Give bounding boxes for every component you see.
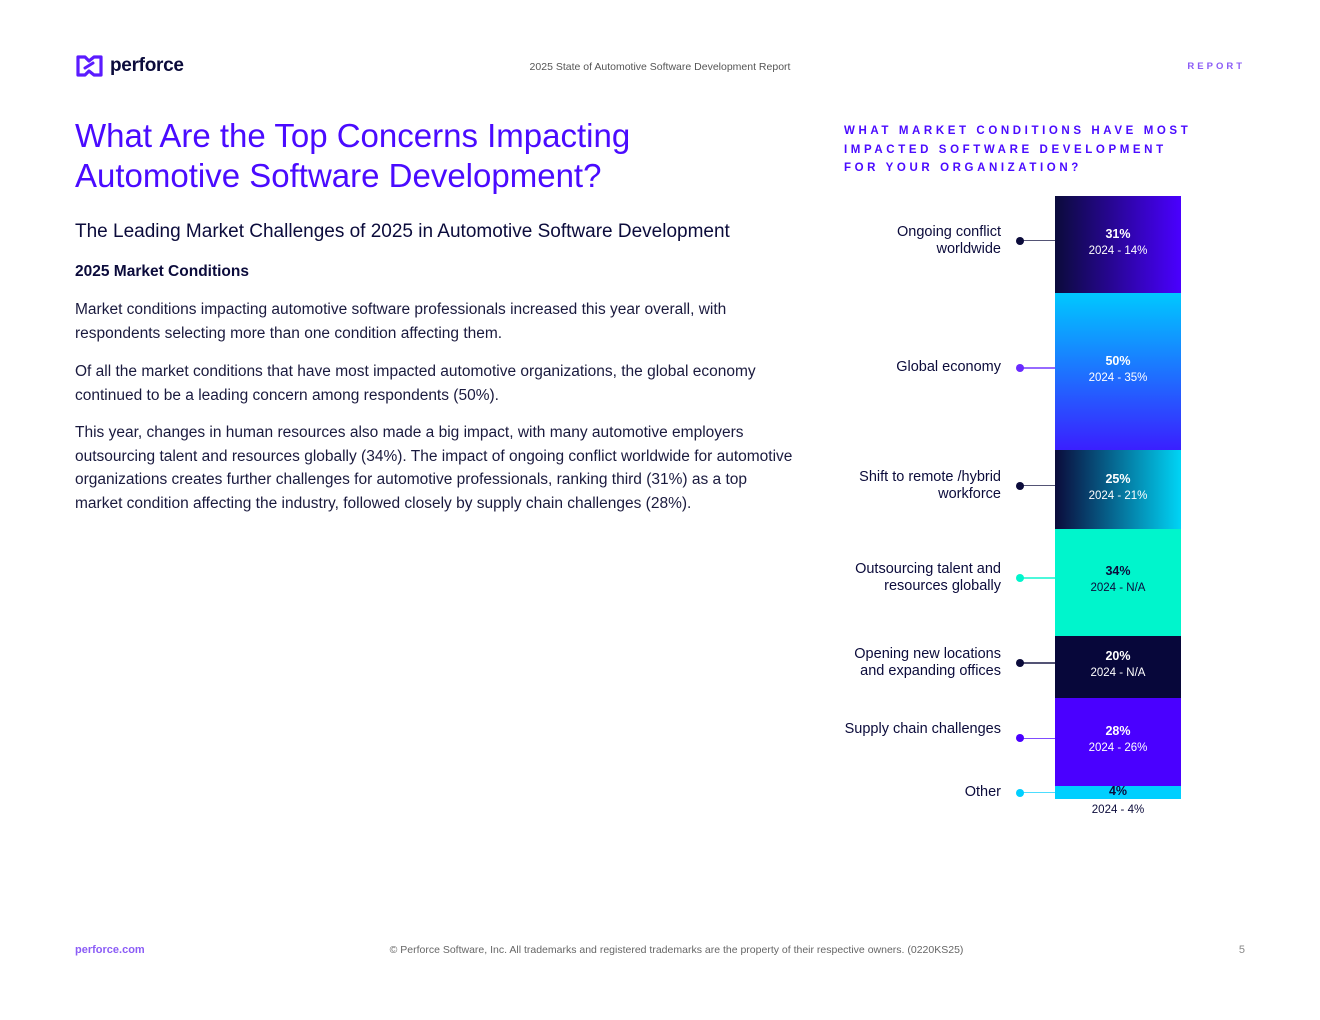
bar-prior-year-label: 2024 - N/A bbox=[1090, 582, 1146, 595]
leader-line bbox=[1020, 577, 1055, 579]
page-number: 5 bbox=[1238, 944, 1245, 956]
page-title: What Are the Top Concerns Impacting Auto… bbox=[75, 117, 631, 194]
page-subtitle: The Leading Market Challenges of 2025 in… bbox=[75, 221, 730, 242]
bar-value-label: 4% bbox=[1108, 784, 1128, 799]
bar-value-label: 50% bbox=[1105, 353, 1131, 368]
bar-value-label: 34% bbox=[1105, 564, 1131, 579]
category-label: Ongoing conflict worldwide bbox=[897, 223, 1001, 257]
leader-line bbox=[1020, 662, 1055, 664]
report-title: 2025 State of Automotive Software Develo… bbox=[529, 61, 791, 73]
chart-title: WHAT MARKET CONDITIONS HAVE MOST IMPACTE… bbox=[844, 125, 1192, 174]
perforce-logo-icon bbox=[76, 55, 103, 77]
bar-segment: 31% 2024 - 14% bbox=[1055, 196, 1181, 294]
category-label: Outsourcing talent and resources globall… bbox=[855, 561, 1001, 595]
bar-value-label: 20% bbox=[1105, 648, 1131, 663]
leader-line bbox=[1020, 791, 1055, 794]
category-label: Opening new locations and expanding offi… bbox=[854, 646, 1001, 679]
bar-segment: 50% 2024 - 35% bbox=[1055, 293, 1181, 451]
bar-value-label: 31% bbox=[1105, 226, 1131, 241]
bar-segment: 4% 2024 - 4% bbox=[1055, 784, 1181, 816]
bar-segment: 25% 2024 - 21% bbox=[1055, 450, 1181, 529]
bar-prior-year-label: 2024 - 14% bbox=[1088, 244, 1148, 257]
leader-line bbox=[1020, 484, 1055, 487]
bar-prior-year-label: 2024 - 26% bbox=[1088, 742, 1148, 755]
bar-prior-year-label: 2024 - 4% bbox=[1091, 803, 1145, 816]
category-label: Supply chain challenges bbox=[844, 721, 1001, 738]
bar-segment: 34% 2024 - N/A bbox=[1055, 528, 1181, 636]
bar-prior-year-label: 2024 - 21% bbox=[1088, 489, 1148, 502]
bar-segment: 20% 2024 - N/A bbox=[1055, 635, 1181, 699]
bar-prior-year-label: 2024 - N/A bbox=[1090, 666, 1146, 679]
category-label: Global economy bbox=[896, 358, 1001, 375]
perforce-logo[interactable]: perforce bbox=[75, 54, 184, 78]
paragraph: This year, changes in human resources al… bbox=[75, 424, 793, 512]
bar-value-label: 28% bbox=[1105, 724, 1131, 739]
paragraph: Of all the market conditions that have m… bbox=[75, 363, 756, 404]
category-label: Shift to remote /hybrid workforce bbox=[859, 468, 1001, 502]
bar-prior-year-label: 2024 - 35% bbox=[1088, 371, 1148, 384]
footer-link[interactable]: perforce.com bbox=[75, 944, 145, 956]
bar-column: 31% 2024 - 14% 50% 2024 - 35% 25% 2024 - 21% 3… bbox=[1055, 196, 1181, 816]
category-label: Other bbox=[964, 783, 1001, 800]
leader-line bbox=[1020, 737, 1055, 740]
bar-value-label: 25% bbox=[1105, 471, 1131, 486]
leader-line bbox=[1020, 367, 1055, 369]
bar-segment: 28% 2024 - 26% bbox=[1055, 698, 1181, 787]
logo-text: perforce bbox=[110, 55, 184, 76]
paragraph: Market conditions impacting automotive s… bbox=[75, 301, 727, 342]
report-tag: REPORT bbox=[1187, 61, 1245, 72]
section-heading: 2025 Market Conditions bbox=[75, 263, 249, 280]
leader-line bbox=[1020, 239, 1055, 242]
footer-copyright: © Perforce Software, Inc. All trademarks… bbox=[389, 944, 964, 956]
